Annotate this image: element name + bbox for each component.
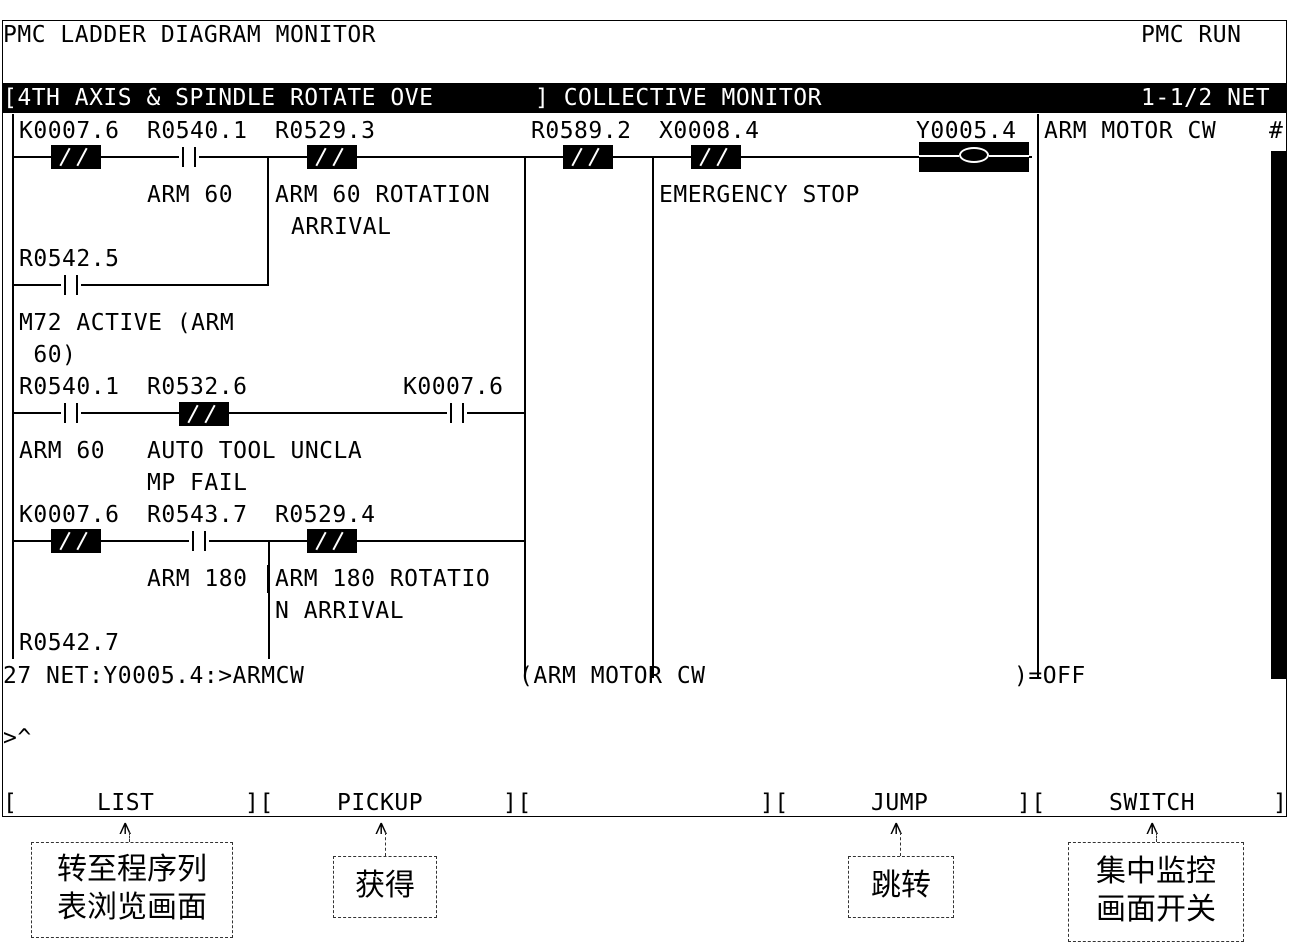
contact-comment: EMERGENCY STOP: [659, 182, 860, 208]
callout-jump: 跳转: [848, 856, 954, 918]
contact-addr: R0542.5: [19, 246, 120, 272]
callout-stem: [385, 832, 386, 856]
callout-stem: [1156, 832, 1157, 842]
pmc-screen: PMC LADDER DIAGRAM MONITOR PMC RUN [4TH …: [2, 20, 1287, 817]
softkey-jump[interactable]: JUMP: [871, 790, 929, 816]
input-prompt[interactable]: >^: [3, 725, 32, 751]
contact-addr: X0008.4: [659, 118, 760, 144]
right-rail: [1037, 114, 1039, 678]
contact-comment: ARM 60 ROTATION: [275, 182, 491, 208]
contact-addr: R0529.4: [275, 502, 376, 528]
softkey-bracket: [: [3, 790, 18, 816]
scrollbar[interactable]: [1271, 151, 1287, 679]
contact-comment: N ARRIVAL: [275, 598, 405, 624]
screen-title: PMC LADDER DIAGRAM MONITOR: [3, 22, 377, 48]
no-contact[interactable]: [61, 275, 81, 295]
branch-wire: [524, 156, 526, 678]
callout-text: 画面开关: [1096, 892, 1216, 927]
arrow-up-icon: ⩚: [1146, 815, 1159, 840]
monitor-mode: ] COLLECTIVE MONITOR: [535, 85, 822, 111]
net-comment: [4TH AXIS & SPINDLE ROTATE OVE: [3, 85, 434, 111]
softkey-list[interactable]: LIST: [97, 790, 155, 816]
softkey-bracket: ]: [1273, 790, 1288, 816]
callout-list: 转至程序列 表浏览画面: [31, 842, 233, 938]
contact-comment: ARM 60: [19, 438, 106, 464]
net-info: 27 NET:Y0005.4:>ARMCW: [3, 663, 305, 689]
contact-addr: R0540.1: [19, 374, 120, 400]
left-rail: [12, 114, 14, 659]
contact-addr: R0529.3: [275, 118, 376, 144]
nc-contact[interactable]: [51, 145, 101, 169]
callout-text: 获得: [355, 868, 415, 903]
nc-contact[interactable]: [563, 145, 613, 169]
contact-addr: K0007.6: [19, 118, 120, 144]
divider: [267, 565, 269, 593]
net-description: (ARM MOTOR CW: [519, 663, 706, 689]
callout-switch: 集中监控 画面开关: [1068, 842, 1244, 942]
arrow-up-icon: ⩚: [890, 815, 903, 840]
callout-text: 表浏览画面: [57, 890, 207, 925]
contact-comment: 60): [19, 342, 77, 368]
branch-wire: [652, 156, 654, 678]
softkey-bracket: ][: [1017, 790, 1046, 816]
softkey-bracket: ][: [760, 790, 789, 816]
contact-addr: R0540.1: [147, 118, 248, 144]
coil-addr: Y0005.4: [916, 118, 1017, 144]
softkey-bracket: ][: [245, 790, 274, 816]
coil-comment: ARM MOTOR CW: [1044, 118, 1217, 144]
net-counter: 1-1/2 NET: [1141, 85, 1271, 111]
softkey-pickup[interactable]: PICKUP: [337, 790, 424, 816]
contact-comment: ARM 180: [147, 566, 248, 592]
contact-addr: R0589.2: [531, 118, 632, 144]
arrow-up-icon: ⩚: [375, 815, 388, 840]
title-band: [4TH AXIS & SPINDLE ROTATE OVE ] COLLECT…: [3, 83, 1286, 113]
rung-wire: [12, 156, 1032, 158]
no-contact[interactable]: [447, 403, 467, 423]
softkey-bracket: ][: [503, 790, 532, 816]
contact-addr: K0007.6: [403, 374, 504, 400]
callout-text: 跳转: [871, 868, 931, 903]
branch-wire: [268, 540, 270, 659]
contact-addr: R0543.7: [147, 502, 248, 528]
no-contact[interactable]: [189, 531, 209, 551]
nc-contact[interactable]: [179, 402, 229, 426]
contact-comment: AUTO TOOL UNCLA: [147, 438, 363, 464]
contact-addr: K0007.6: [19, 502, 120, 528]
no-contact[interactable]: [61, 403, 81, 423]
callout-text: 集中监控: [1096, 854, 1216, 889]
softkey-switch[interactable]: SWITCH: [1109, 790, 1196, 816]
callout-stem: [900, 832, 901, 856]
nc-contact[interactable]: [307, 529, 357, 553]
contact-comment: MP FAIL: [147, 470, 248, 496]
callout-pickup: 获得: [333, 856, 437, 918]
arrow-up-icon: ⩚: [119, 815, 132, 840]
no-contact[interactable]: [179, 147, 199, 167]
pmc-status: PMC RUN: [1141, 22, 1242, 48]
contact-comment: ARRIVAL: [291, 214, 392, 240]
more-mark: #: [1269, 118, 1284, 144]
rung-wire: [12, 284, 269, 286]
contact-comment: M72 ACTIVE (ARM: [19, 310, 235, 336]
nc-contact[interactable]: [51, 529, 101, 553]
output-coil[interactable]: [919, 142, 1029, 172]
contact-addr: R0532.6: [147, 374, 248, 400]
branch-wire: [267, 156, 269, 284]
callout-text: 转至程序列: [57, 852, 207, 887]
contact-addr: R0542.7: [19, 630, 120, 656]
no-contact-active[interactable]: [691, 145, 741, 169]
coil-state: )=OFF: [1014, 663, 1086, 689]
contact-comment: ARM 180 ROTATIO: [275, 566, 491, 592]
contact-comment: ARM 60: [147, 182, 234, 208]
rung-wire: [12, 412, 526, 414]
callout-stem: [129, 832, 130, 842]
nc-contact[interactable]: [307, 145, 357, 169]
